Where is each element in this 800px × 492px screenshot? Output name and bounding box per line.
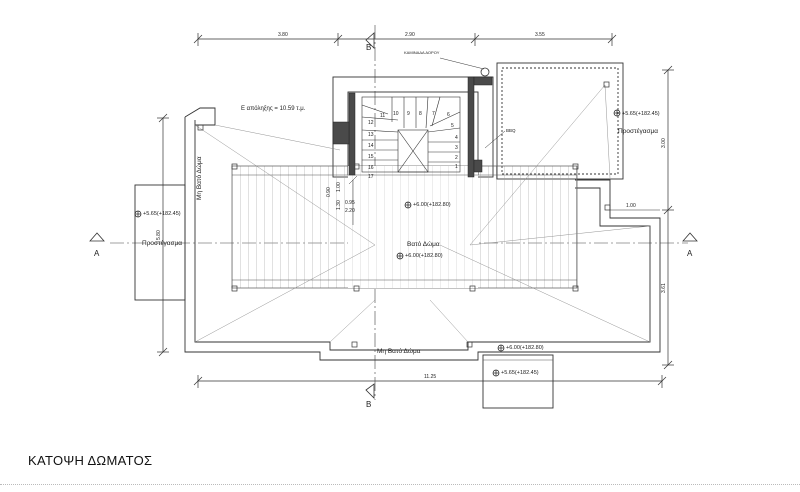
step-9: 9	[407, 111, 410, 117]
section-label-a-right: A	[687, 249, 693, 258]
dim-bottom-total: 11.25	[424, 374, 436, 380]
dim-stair-c: 1.30	[336, 200, 342, 210]
section-label-b-top: B	[366, 43, 371, 52]
section-label-a-left: A	[94, 249, 100, 258]
room-bottom-roof: Μη Βατό Δώμα	[377, 347, 421, 355]
level-bottom-roof: +6.00(+182.80)	[506, 345, 544, 351]
level-right-canopy: +5.65(+182.45)	[622, 111, 660, 117]
section-marker-a-right	[682, 232, 698, 242]
step-3: 3	[455, 145, 458, 151]
section-marker-b-top	[365, 32, 375, 49]
step-14: 14	[368, 143, 374, 149]
dim-top-1: 3.80	[278, 32, 288, 38]
step-15: 15	[368, 154, 374, 160]
step-8: 8	[419, 111, 422, 117]
area-note: Ε απόληξης = 10.59 τ.μ.	[241, 105, 306, 112]
step-16: 16	[368, 165, 374, 171]
step-10: 10	[393, 111, 399, 117]
roof-slope-lines	[194, 84, 651, 343]
bottom-divider	[0, 484, 800, 485]
walkable-roof-hatch	[231, 165, 578, 289]
right-dimension-line	[662, 65, 674, 370]
step-13: 13	[368, 132, 374, 138]
level-walkable-roof: +6.00(+182.80)	[405, 253, 443, 259]
staircase	[361, 96, 461, 173]
dim-stair-b: 0.90	[326, 187, 332, 197]
drawing-title: ΚΑΤΟΨΗ ΔΩΜΑΤΟΣ	[28, 453, 153, 468]
left-dimension-line	[157, 113, 169, 357]
stair-dimension-lines	[348, 175, 358, 225]
dim-stair-e: 2.20	[345, 208, 355, 214]
dim-top-3: 3.55	[535, 32, 545, 38]
step-4: 4	[455, 135, 458, 141]
step-6: 6	[447, 112, 450, 118]
dim-top-2: 2.90	[405, 32, 415, 38]
step-2: 2	[455, 155, 458, 161]
top-dimension-line	[193, 33, 617, 46]
level-left-canopy: +5.65(+182.45)	[143, 211, 181, 217]
section-marker-a-left	[89, 232, 105, 242]
chimney-label: ΚΑΜΙΝΑΔΑ ΑΟΡΟΥ	[404, 50, 440, 55]
room-left-roof: Μη Βατό Δώμα	[195, 156, 203, 200]
dim-right-small: 1.00	[626, 203, 636, 209]
room-left-canopy: Προστέγασμα	[142, 239, 182, 247]
level-markers	[134, 109, 621, 377]
step-11: 11	[380, 113, 385, 119]
section-marker-b-bottom	[365, 383, 375, 399]
dim-right-upper: 3.00	[661, 138, 667, 148]
step-5: 5	[451, 123, 454, 129]
step-1: 1	[455, 164, 458, 170]
level-stair-landing: +6.00(+182.80)	[413, 202, 451, 208]
dim-right-lower: 3.61	[661, 283, 667, 293]
room-right-canopy: Προστέγασμα	[618, 127, 658, 135]
dim-stair-d: 0.95	[345, 200, 355, 206]
room-walkable-roof: Βατό Δώμα	[407, 240, 440, 248]
bottom-dimension-line	[193, 375, 667, 388]
step-7: 7	[432, 111, 435, 117]
section-label-b-bottom: B	[366, 400, 371, 409]
dim-left: 5.80	[156, 230, 162, 240]
level-bottom-canopy: +5.65(+182.45)	[501, 370, 539, 376]
chimney-symbol	[480, 67, 490, 77]
bbq-label: BBQ	[506, 128, 516, 133]
dim-stair-a: 1.00	[336, 182, 342, 192]
stair-step-numbers: 1 2 3 4 5 6 7 8 9 10 11 12 13 14 15 16 1…	[368, 111, 458, 180]
stair-walls	[332, 76, 493, 178]
step-17: 17	[368, 174, 374, 180]
step-12: 12	[368, 120, 374, 126]
